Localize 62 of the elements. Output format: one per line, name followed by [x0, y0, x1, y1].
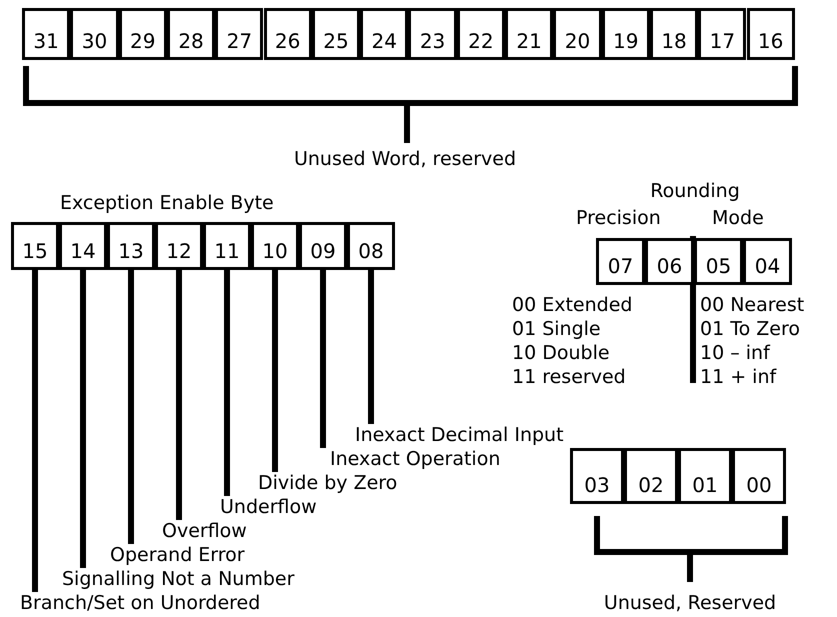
bit-cell: 19: [602, 8, 650, 60]
field-label: Operand Error: [110, 544, 245, 566]
bit-cell: 22: [456, 8, 505, 60]
field-label: Unused, Reserved: [604, 592, 776, 614]
bit-cell: 27: [215, 8, 264, 60]
bit-cell: 05: [694, 238, 743, 285]
bit-cell: 01: [678, 448, 732, 504]
bit-cell: 02: [624, 448, 678, 504]
field-label: 00 Nearest: [700, 294, 804, 316]
field-label: Precision: [576, 207, 661, 229]
bit-cell: 07: [596, 238, 645, 285]
bit-cell: 04: [743, 238, 792, 285]
bit-cell: 00: [732, 448, 786, 504]
bit-cell: 20: [553, 8, 602, 60]
bit-cell: 17: [698, 8, 746, 60]
bit-cell: 29: [118, 8, 167, 60]
bit-cell: 13: [107, 222, 155, 270]
bit-cell: 03: [570, 448, 624, 504]
field-label: 01 Single: [512, 318, 601, 340]
field-label: 10 – inf: [700, 342, 770, 364]
leader-line: [368, 270, 374, 424]
field-label: Inexact Operation: [330, 448, 500, 470]
bit-cell: 25: [312, 8, 360, 60]
leader-line: [32, 270, 38, 592]
leader-line: [272, 270, 278, 472]
field-label: Inexact Decimal Input: [355, 424, 564, 446]
field-label: Mode: [712, 207, 764, 229]
bit-cell: 10: [251, 222, 299, 270]
bit-cell: 08: [347, 222, 395, 270]
leader-line: [128, 270, 134, 544]
field-label: 11 + inf: [700, 366, 776, 388]
bit-cell: 23: [408, 8, 457, 60]
bit-cell: 12: [155, 222, 203, 270]
field-label: Overflow: [162, 520, 247, 542]
bit-cell: 30: [70, 8, 119, 60]
bit-cell: 11: [203, 222, 251, 270]
bit-cell: 09: [299, 222, 347, 270]
bit-cell: 06: [645, 238, 694, 285]
field-label: 00 Extended: [512, 294, 632, 316]
field-label: 11 reserved: [512, 366, 626, 388]
field-label: 10 Double: [512, 342, 610, 364]
leader-line: [176, 270, 182, 520]
field-label: 01 To Zero: [700, 318, 800, 340]
leader-line: [224, 270, 230, 496]
bit-cell: 28: [166, 8, 216, 60]
bit-cell: 31: [22, 8, 70, 60]
field-label: Divide by Zero: [258, 472, 398, 494]
bit-cell: 21: [505, 8, 554, 60]
bit-cell: 18: [650, 8, 698, 60]
field-label: Rounding: [650, 180, 740, 202]
field-label: Branch/Set on Unordered: [20, 592, 260, 614]
field-label: Signalling Not a Number: [62, 568, 294, 590]
leader-line: [80, 270, 86, 568]
field-label: Exception Enable Byte: [60, 192, 274, 214]
bit-cell: 15: [11, 222, 59, 270]
leader-line: [320, 270, 326, 448]
bit-cell: 24: [360, 8, 408, 60]
bit-cell: 14: [59, 222, 107, 270]
field-label: Underflow: [220, 496, 317, 518]
field-label: Unused Word, reserved: [294, 148, 516, 170]
bit-cell: 26: [264, 8, 312, 60]
bit-cell: 16: [746, 8, 795, 60]
